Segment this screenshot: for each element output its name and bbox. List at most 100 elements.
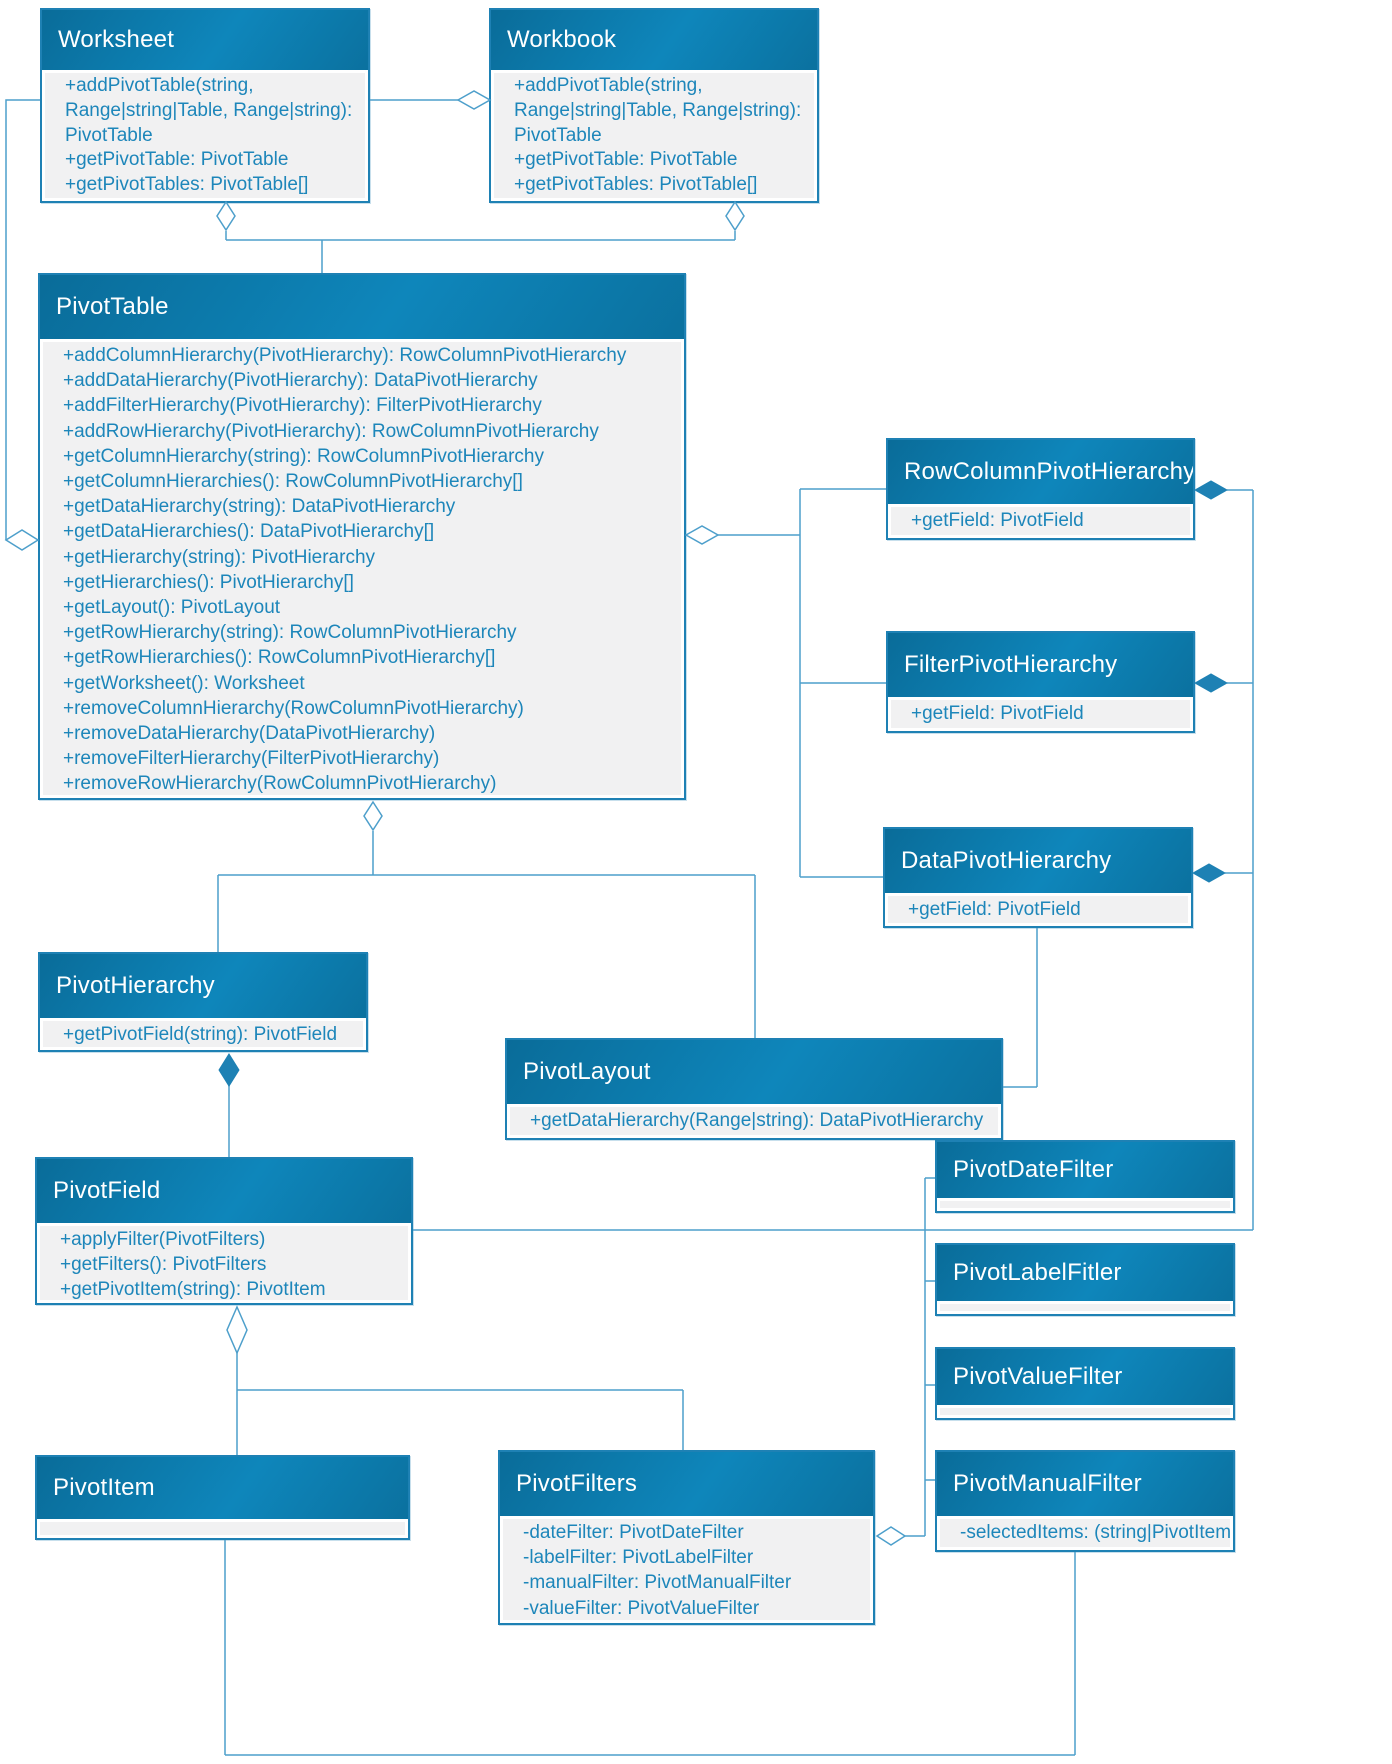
method-line: -valueFilter: PivotValueFilter (523, 1597, 760, 1619)
method-line: +getDataHierarchy(Range|string): DataPiv… (530, 1110, 984, 1131)
aggregation-diamond-pivotfield-bottom (226, 1305, 248, 1355)
class-title: PivotItem (37, 1457, 408, 1519)
class-title: Worksheet (42, 10, 368, 70)
method-line: -selectedItems: (string|PivotItem)[] (960, 1522, 1230, 1543)
class-members: -dateFilter: PivotDateFilter -labelFilter… (503, 1519, 870, 1620)
composition-diamond-rowcolumn (1193, 480, 1229, 500)
method-line: +getField: PivotField (908, 899, 1081, 920)
method-line: -dateFilter: PivotDateFilter (523, 1522, 744, 1543)
class-title: DataPivotHierarchy (885, 829, 1191, 893)
connector-worksheet-pivottable-left (5, 99, 40, 540)
class-title: PivotLayout (507, 1040, 1001, 1104)
method-line: +removeFilterHierarchy(FilterPivotHierar… (63, 748, 440, 770)
method-line: +getDataHierarchies(): DataPivotHierarch… (63, 521, 435, 543)
aggregation-diamond-worksheet-bottom (216, 200, 236, 232)
class-pivot-manual-filter: PivotManualFilter -selectedItems: (strin… (935, 1450, 1235, 1552)
connector-pivotfilters-to-filter-classes (905, 1177, 935, 1537)
method-line: +addFilterHierarchy(PivotHierarchy): Fil… (63, 395, 542, 417)
class-title: RowColumnPivotHierarchy (888, 440, 1193, 504)
class-pivot-field: PivotField +applyFilter(PivotFilters) +ge… (35, 1157, 413, 1305)
method-line: +getField: PivotField (911, 703, 1084, 724)
method-line: +getFilters(): PivotFilters (60, 1254, 267, 1276)
composition-diamond-data (1191, 863, 1227, 883)
method-line: +getPivotTable: PivotTable (65, 149, 289, 171)
method-line: +getHierarchy(string): PivotHierarchy (63, 546, 376, 568)
method-line: +getRowHierarchy(string): RowColumnPivot… (63, 622, 517, 644)
class-row-column-pivot-hierarchy: RowColumnPivotHierarchy +getField: Pivot… (886, 438, 1195, 540)
method-line: +getPivotItem(string): PivotItem (60, 1279, 326, 1300)
aggregation-diamond-pivottable-left (4, 529, 40, 551)
class-members: +applyFilter(PivotFilters) +getFilters():… (40, 1226, 408, 1300)
method-line: +getPivotField(string): PivotField (63, 1024, 338, 1045)
class-pivot-table: PivotTable +addColumnHierarchy(PivotHier… (38, 273, 686, 800)
method-line: +getRowHierarchies(): RowColumnPivotHier… (63, 647, 496, 669)
class-title: PivotHierarchy (40, 954, 366, 1018)
method-line: +getDataHierarchy(string): DataPivotHier… (63, 496, 456, 518)
class-members (940, 1304, 1230, 1311)
method-line: -labelFilter: PivotLabelFilter (523, 1547, 754, 1569)
class-members: +getField: PivotField (891, 507, 1190, 535)
method-line: +getColumnHierarchy(string): RowColumnPi… (63, 445, 544, 467)
method-line: -manualFilter: PivotManualFilter (523, 1572, 792, 1594)
connector-worksheet-workbook-to-pivottable (225, 231, 736, 273)
class-pivot-hierarchy: PivotHierarchy +getPivotField(string): P… (38, 952, 368, 1052)
connector-pivotfield-to-pivotitem-pivotfilters (236, 1352, 684, 1455)
class-members (40, 1522, 405, 1535)
aggregation-diamond-workbook-bottom (725, 200, 745, 232)
aggregation-diamond-workbook (456, 90, 492, 110)
class-filter-pivot-hierarchy: FilterPivotHierarchy +getField: PivotFie… (886, 631, 1195, 733)
method-line: +removeDataHierarchy(DataPivotHierarchy) (63, 723, 436, 745)
method-line: +getPivotTables: PivotTable[] (514, 174, 758, 196)
class-worksheet: Worksheet +addPivotTable(string, Range|st… (40, 8, 370, 203)
method-line: +getColumnHierarchies(): RowColumnPivotH… (63, 471, 523, 493)
method-line: +addRowHierarchy(PivotHierarchy): RowCol… (63, 420, 599, 442)
connector-datapivothierarchy-to-pivotlayout (1003, 928, 1038, 1088)
method-line: +getLayout(): PivotLayout (63, 597, 281, 619)
connector-pivottable-to-hierarchies (718, 488, 886, 878)
class-pivot-filters: PivotFilters -dateFilter: PivotDateFilte… (498, 1450, 875, 1625)
aggregation-diamond-pivottable-right (684, 525, 720, 545)
method-line: +removeRowHierarchy(RowColumnPivotHierar… (63, 773, 497, 795)
class-title: PivotField (37, 1159, 411, 1223)
class-members (940, 1201, 1230, 1208)
method-line: +applyFilter(PivotFilters) (60, 1229, 266, 1250)
class-pivot-layout: PivotLayout +getDataHierarchy(Range|stri… (505, 1038, 1003, 1140)
method-line: +getHierarchies(): PivotHierarchy[] (63, 571, 354, 593)
class-members: +getDataHierarchy(Range|string): DataPiv… (510, 1107, 998, 1135)
method-line: +getWorksheet(): Worksheet (63, 672, 305, 694)
composition-diamond-filter (1193, 673, 1229, 693)
class-members: +getField: PivotField (888, 896, 1188, 923)
class-title: FilterPivotHierarchy (888, 633, 1193, 697)
class-members: +addColumnHierarchy(PivotHierarchy): Row… (43, 342, 681, 795)
method-line: +getField: PivotField (911, 510, 1084, 531)
method-line: Range|string|Table, Range|string): (514, 99, 802, 121)
method-line: +removeColumnHierarchy(RowColumnPivotHie… (63, 697, 524, 719)
class-members: -selectedItems: (string|PivotItem)[] (940, 1519, 1230, 1547)
class-members: +addPivotTable(string, Range|string|Table… (494, 73, 814, 198)
class-title: PivotTable (40, 275, 684, 339)
class-title: PivotFilters (500, 1452, 873, 1516)
class-members: +getPivotField(string): PivotField (43, 1021, 363, 1047)
method-line: +addPivotTable(string, (514, 75, 703, 96)
method-line: Range|string|Table, Range|string): (65, 99, 353, 121)
method-line: +getPivotTables: PivotTable[] (65, 174, 309, 196)
class-members: +addPivotTable(string, Range|string|Table… (45, 73, 365, 198)
class-title: PivotManualFilter (937, 1452, 1233, 1516)
class-pivot-value-filter: PivotValueFilter (935, 1347, 1235, 1420)
class-members: +getField: PivotField (891, 700, 1190, 728)
aggregation-diamond-pivottable-bottom (363, 800, 383, 832)
method-line: +addPivotTable(string, (65, 75, 254, 96)
aggregation-diamond-pivotfilters-right (875, 1526, 907, 1546)
class-title: PivotValueFilter (937, 1349, 1233, 1405)
class-title: Workbook (491, 10, 817, 70)
method-line: PivotTable (65, 124, 153, 146)
class-pivot-date-filter: PivotDateFilter (935, 1140, 1235, 1213)
method-line: +addColumnHierarchy(PivotHierarchy): Row… (63, 345, 627, 366)
class-members (940, 1408, 1230, 1415)
class-data-pivot-hierarchy: DataPivotHierarchy +getField: PivotField (883, 827, 1193, 928)
composition-diamond-pivothierarchy (218, 1053, 240, 1087)
class-pivot-label-fitler: PivotLabelFitler (935, 1243, 1235, 1316)
method-line: PivotTable (514, 124, 602, 146)
class-title: PivotLabelFitler (937, 1245, 1233, 1301)
method-line: +addDataHierarchy(PivotHierarchy): DataP… (63, 370, 538, 392)
